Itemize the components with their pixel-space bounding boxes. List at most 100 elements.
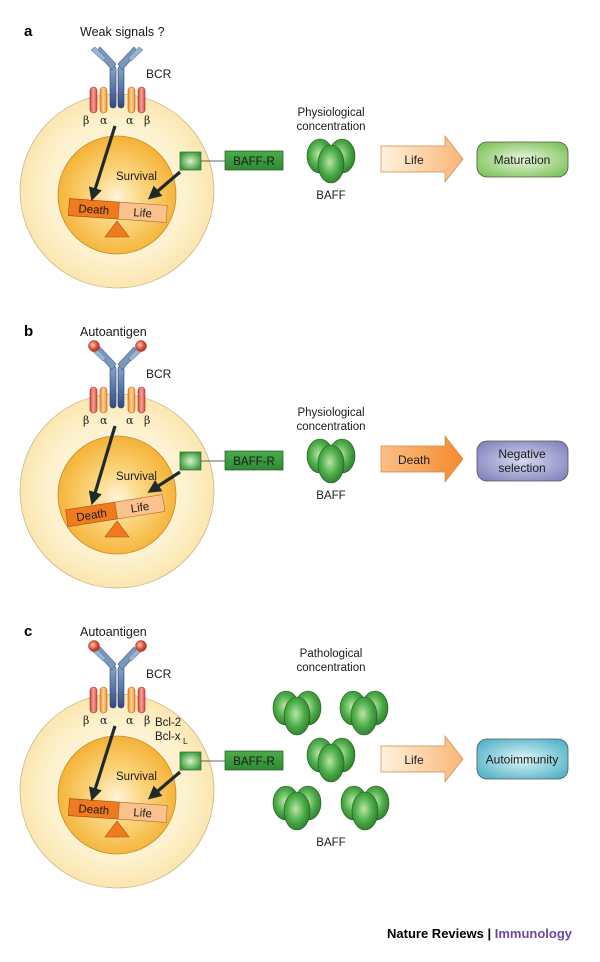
alpha-label: α	[100, 414, 108, 427]
concentration-label: concentration	[296, 662, 365, 674]
life-arrow	[380, 134, 464, 184]
alpha-label: α	[126, 414, 134, 427]
concentration-label: concentration	[296, 421, 365, 433]
concentration-label: concentration	[296, 121, 365, 133]
bcr-receptor	[88, 340, 147, 409]
cell-nucleus	[57, 135, 177, 255]
survival-balance: Death Life	[65, 494, 166, 528]
baff-trimer-icon	[306, 138, 356, 184]
baff-trimer-icon	[272, 690, 322, 736]
ig-alpha-chain	[99, 86, 108, 114]
bcr-arm-left	[95, 646, 117, 671]
death-label: Death	[78, 803, 109, 817]
beta-label: β	[144, 114, 150, 127]
baff-r-square-icon	[179, 751, 202, 771]
bcr-label: BCR	[146, 667, 172, 681]
ig-beta-chain	[137, 86, 146, 114]
life-label: Life	[133, 207, 152, 220]
bcr-arm-left	[95, 346, 117, 371]
bcr-arm-right	[117, 346, 139, 371]
bcr-heavy-chain	[117, 65, 125, 109]
bcr-heavy-chain	[117, 365, 125, 409]
bcr-light-chain-left	[90, 46, 107, 62]
baff-r-square-icon	[179, 151, 202, 171]
baff-trimer-icon	[306, 737, 356, 783]
alpha-label: α	[126, 714, 134, 727]
stimulus-label: Autoantigen	[80, 325, 147, 339]
baff-trimer-icon	[272, 785, 322, 831]
baff-subunit	[351, 791, 379, 831]
fulcrum-icon	[104, 820, 130, 838]
ig-alpha-chain	[127, 386, 136, 414]
baff-subunit	[350, 696, 378, 736]
outcome-arrow-label: Life	[404, 153, 424, 167]
baff-r-box	[224, 450, 284, 471]
stimulus-label: Weak signals ?	[80, 25, 165, 39]
panel-label: b	[24, 323, 33, 340]
bcr-arm-right	[117, 46, 139, 71]
bcr-light-chain-right	[127, 46, 144, 62]
baff-r-box	[224, 150, 284, 171]
outcome-label: Negative	[498, 447, 546, 461]
baff-r-label: BAFF-R	[233, 156, 275, 168]
baffr-signal-arrow	[147, 470, 181, 493]
ig-alpha-chain	[127, 86, 136, 114]
life-label: Life	[130, 501, 150, 516]
baff-label: BAFF	[316, 837, 345, 849]
baff-label: BAFF	[316, 490, 345, 502]
outcome-arrow-label: Life	[404, 753, 424, 767]
baff-trimer-icon	[339, 690, 389, 736]
beta-label: β	[83, 414, 89, 427]
life-side	[114, 494, 166, 520]
bcr-arm-left	[95, 46, 117, 71]
journal-section: Immunology	[494, 926, 572, 941]
baff-r-label: BAFF-R	[233, 756, 275, 768]
death-label: Death	[76, 508, 108, 525]
ig-alpha-chain	[99, 386, 108, 414]
baff-subunit	[317, 743, 345, 783]
autoantigen-icon	[88, 340, 100, 352]
outcome-label: Autoimmunity	[486, 753, 559, 767]
baff-r-square-icon	[179, 451, 202, 471]
alpha-label: α	[100, 714, 108, 727]
baff-subunit	[317, 444, 345, 484]
bclxl-subscript: L	[183, 736, 188, 746]
panel-label: c	[24, 623, 32, 640]
bcr-signal-arrow	[88, 425, 117, 506]
cell-nucleus	[57, 435, 177, 555]
outcome-box	[476, 440, 569, 482]
bcr-label: BCR	[146, 367, 172, 381]
life-side	[117, 201, 168, 223]
concentration-label: Physiological	[297, 107, 364, 119]
death-arrow	[380, 434, 464, 484]
beta-label: β	[83, 714, 89, 727]
bcr-label: BCR	[146, 67, 172, 81]
autoantigen-icon	[135, 640, 147, 652]
baff-r-label: BAFF-R	[233, 456, 275, 468]
ig-beta-chain	[137, 386, 146, 414]
outcome-label: Maturation	[494, 153, 551, 167]
baffr-signal-arrow	[147, 770, 182, 800]
autoantigen-icon	[135, 340, 147, 352]
survival-label: Survival	[116, 171, 157, 183]
concentration-label: Physiological	[297, 407, 364, 419]
beta-label: β	[144, 714, 150, 727]
baff-subunit	[283, 791, 311, 831]
ig-beta-chain	[89, 686, 98, 714]
baff-label: BAFF	[316, 190, 345, 202]
outcome-box	[476, 141, 569, 178]
bcr-signal-arrow	[89, 125, 117, 202]
bcr-heavy-chain	[109, 65, 117, 109]
survival-label: Survival	[116, 471, 157, 483]
baff-trimer-icon	[340, 785, 390, 831]
outcome-arrow-label: Death	[398, 453, 430, 467]
outcome-label: selection	[498, 461, 545, 475]
outcome-box	[476, 738, 569, 780]
alpha-label: α	[126, 114, 134, 127]
alpha-label: α	[100, 114, 108, 127]
credit-separator: |	[483, 926, 495, 941]
